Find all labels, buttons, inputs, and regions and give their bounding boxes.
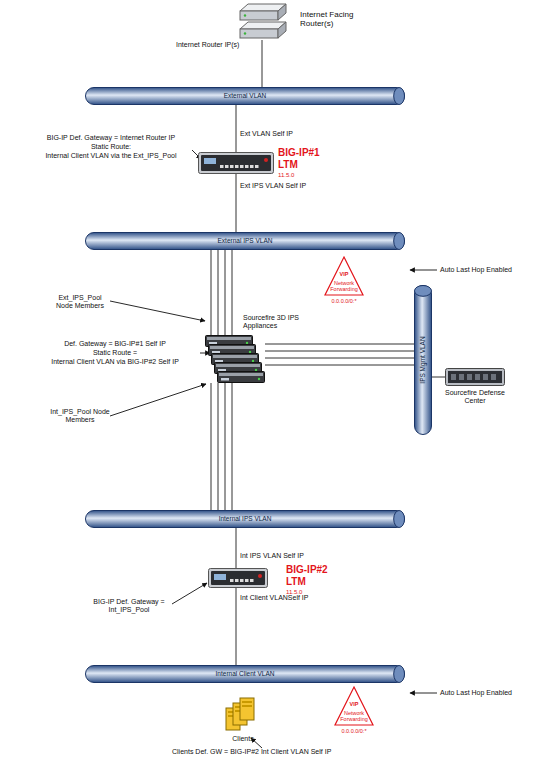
- note-text: Ext_IPS_Pool Node Members: [50, 294, 110, 310]
- network-link: [211, 250, 212, 335]
- node-text: Internal Client VLAN: [85, 665, 405, 683]
- network-link: [265, 358, 414, 359]
- node-text: External VLAN: [85, 87, 405, 105]
- defense-center: Sourcefire Defense Center: [445, 368, 505, 386]
- note-text: Auto Last Hop Enabled: [440, 266, 512, 274]
- network-link: [432, 377, 445, 378]
- note-text: Auto Last Hop Enabled: [440, 689, 512, 697]
- vlan-band: IPS Mgmt VLAN: [414, 285, 432, 435]
- leader-arrow: [110, 384, 206, 416]
- router-icon: Internet Facing Router(s): [240, 4, 286, 40]
- ltm-device-shape: [198, 152, 274, 174]
- network-link: [236, 105, 237, 152]
- node-text: VIP: [334, 701, 374, 707]
- note-text: Static Route:: [26, 143, 196, 151]
- ltm-device-shape: [208, 568, 268, 588]
- note-text: Static Route =: [30, 349, 200, 357]
- network-link: [225, 383, 226, 510]
- node-text: Internet Facing Router(s): [300, 10, 362, 28]
- note-text: Int Client VLANSelf IP: [240, 594, 308, 602]
- network-link: [236, 588, 237, 665]
- node-text: 0.0.0.0/0:*: [314, 298, 374, 304]
- node-text: 0.0.0.0/0:*: [324, 728, 384, 734]
- network-link: [218, 383, 219, 510]
- node-text: BIG-IP#2: [286, 564, 328, 576]
- note-text: BIG-IP Def. Gateway = Internet Router IP: [26, 134, 196, 142]
- network-link: [225, 250, 226, 335]
- network-link: [232, 383, 233, 510]
- node-text: IPS Mgmt VLAN: [419, 336, 426, 383]
- node-text: External IPS VLAN: [85, 232, 405, 250]
- note-text: Def. Gateway = BIG-IP#1 Self IP: [30, 340, 200, 348]
- vlan-band: External IPS VLAN: [85, 232, 405, 250]
- leader-arrow: [172, 583, 207, 604]
- node-text: VIP: [324, 271, 364, 277]
- network-link: [265, 351, 414, 352]
- vlan-band: Internal Client VLAN: [85, 665, 405, 683]
- leader-arrow: [410, 693, 437, 694]
- note-text: Internal Client VLAN via BIG-IP#2 Self I…: [30, 358, 200, 366]
- node-text: Network Forwarding: [328, 280, 360, 292]
- note-text: Clients Def. GW = BIG-IP#2 Int Client VL…: [172, 748, 331, 756]
- ltm-device: BIG-IP#2LTM11.5.0: [208, 568, 268, 588]
- defense-center-shape: [445, 368, 505, 386]
- note-text: Int_IPS_Pool Node Members: [50, 408, 110, 424]
- network-link: [232, 250, 233, 335]
- node-text: Sourcefire Defense Center: [440, 389, 510, 405]
- node-text: LTM: [286, 576, 306, 588]
- note-text: Ext IPS VLAN Self IP: [240, 182, 306, 190]
- network-link: [236, 174, 237, 232]
- node-text: BIG-IP#1: [278, 147, 320, 159]
- note-text: Internal Client VLAN via the Ext_IPS_Poo…: [26, 152, 196, 160]
- ips-appliance-stack: Sourcefire 3D IPS Appliances: [205, 335, 265, 383]
- router-icon-shape: [240, 4, 286, 40]
- note-text: Ext VLAN Self IP: [240, 130, 293, 138]
- network-link: [211, 383, 212, 510]
- leader-arrow: [110, 301, 205, 321]
- ltm-device: BIG-IP#1LTM11.5.0: [198, 152, 274, 174]
- node-text: LTM: [278, 159, 298, 171]
- network-link: [262, 40, 263, 87]
- note-text: BIG-IP Def. Gateway = Int_IPS_Pool: [84, 598, 174, 614]
- leader-arrow: [410, 270, 437, 271]
- node-text: Sourcefire 3D IPS Appliances: [243, 314, 323, 330]
- network-link: [265, 365, 414, 366]
- node-text: Clients: [222, 735, 264, 743]
- clients-icon-shape: [226, 698, 260, 734]
- vip-triangle: VIPNetwork Forwarding0.0.0.0/0:*: [324, 256, 364, 296]
- note-text: Internet Router IP(s): [176, 41, 239, 49]
- network-link: [218, 250, 219, 335]
- node-text: Network Forwarding: [338, 710, 370, 722]
- vlan-band: Internal IPS VLAN: [85, 510, 405, 528]
- node-text: Internal IPS VLAN: [85, 510, 405, 528]
- network-link: [236, 528, 237, 568]
- vlan-band: External VLAN: [85, 87, 405, 105]
- note-text: Int IPS VLAN Self IP: [240, 552, 304, 560]
- network-link: [265, 344, 414, 345]
- ips-appliance-stack-shape: [205, 335, 265, 383]
- vip-triangle: VIPNetwork Forwarding0.0.0.0/0:*: [334, 686, 374, 726]
- node-text: 11.5.0: [278, 172, 294, 179]
- clients-icon: Clients: [226, 698, 260, 734]
